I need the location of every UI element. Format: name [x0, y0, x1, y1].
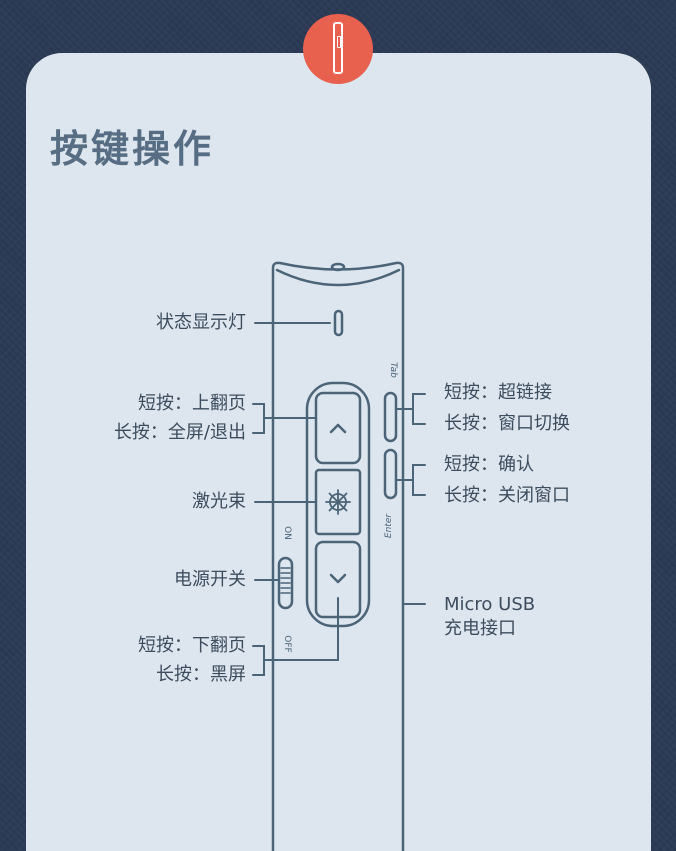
power-switch-label: 电源开关 — [174, 569, 246, 590]
device-body — [271, 261, 405, 851]
laser-star-icon — [325, 489, 351, 515]
status-light-label: 状态显示灯 — [156, 312, 246, 333]
bracket-tab-button — [412, 393, 426, 425]
power-switch-grip — [280, 567, 291, 594]
tab-short-label: 短按：超链接 — [444, 382, 552, 403]
enter-device-label: Enter — [384, 513, 394, 538]
usb-label-line1: Micro USB — [444, 594, 536, 615]
enter-side-button — [383, 448, 398, 500]
content-card — [26, 53, 651, 851]
tab-side-button — [383, 391, 398, 443]
power-switch — [277, 556, 294, 610]
status-light — [333, 309, 344, 337]
tab-device-label: Tab — [388, 362, 398, 378]
up-long-label: 长按：全屏/退出 — [113, 422, 246, 443]
down-long-label: 长按：黑屏 — [156, 664, 246, 685]
leader-down-button — [263, 597, 339, 661]
bracket-down-button — [252, 645, 265, 676]
device-top-edge — [275, 268, 401, 287]
down-short-label: 短按：下翻页 — [138, 635, 246, 656]
on-device-label: ON — [282, 526, 292, 540]
bracket-enter-button — [412, 464, 426, 496]
tab-long-label: 长按：窗口切换 — [444, 413, 570, 434]
laser-label: 激光束 — [192, 491, 246, 512]
off-device-label: OFF — [282, 635, 292, 652]
page-title: 按键操作 — [50, 127, 215, 171]
chevron-down-icon — [329, 573, 347, 584]
enter-short-label: 短按：确认 — [444, 454, 534, 475]
enter-long-label: 长按：关闭窗口 — [444, 485, 570, 506]
usb-label-line2: 充电接口 — [444, 618, 516, 639]
up-button — [314, 391, 362, 465]
presenter-pen-icon — [333, 22, 343, 74]
chevron-up-icon — [329, 423, 347, 434]
badge — [303, 14, 373, 84]
bracket-up-button — [252, 403, 265, 434]
laser-aperture — [330, 262, 346, 272]
up-short-label: 短按：上翻页 — [138, 393, 246, 414]
